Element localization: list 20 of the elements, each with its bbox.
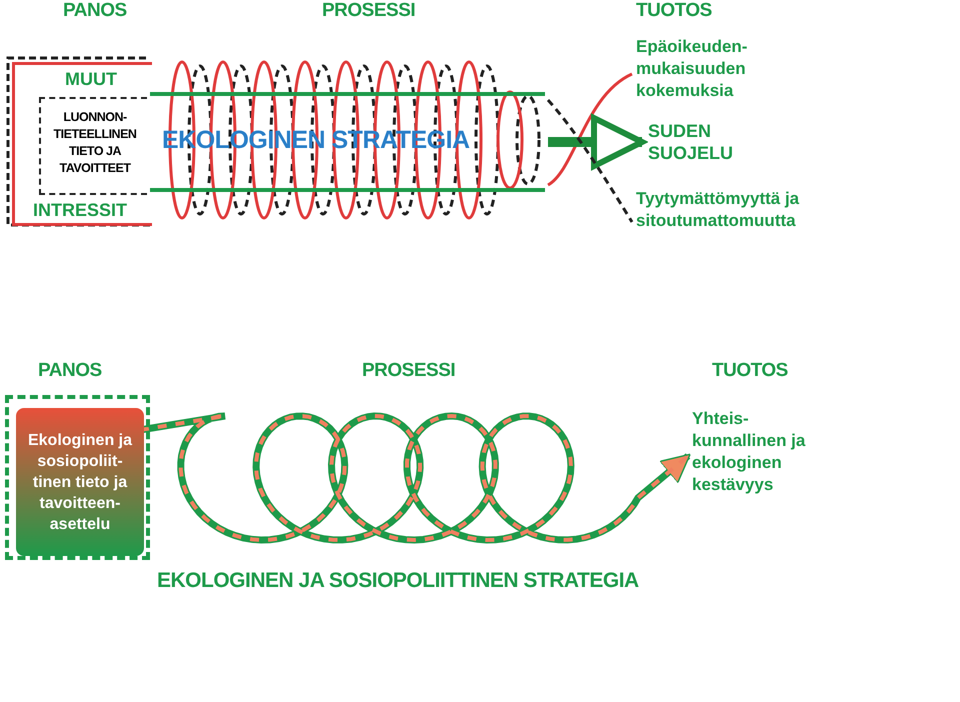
output-text: Tyytymättömyyttä ja sitoutumattomuutta (636, 188, 800, 232)
column-heading: TUOTOS (712, 360, 788, 382)
strategy-label: EKOLOGINEN JA SOSIOPOLIITTINEN STRATEGIA (157, 569, 639, 593)
output-text: SUDEN SUOJELU (648, 120, 734, 164)
input-box (16, 408, 144, 556)
output-text: Epäoikeuden- mukaisuuden kokemuksia (636, 36, 748, 102)
connector-line (547, 72, 633, 186)
column-heading: PROSESSI (362, 360, 456, 382)
arrow (548, 115, 645, 169)
frame-title: MUUT (65, 69, 117, 90)
column-heading: PROSESSI (322, 0, 416, 22)
box-text: Ekologinen ja sosiopoliit- tinen tieto ja tavoitteen- asettelu (26, 431, 134, 535)
column-heading: PANOS (38, 360, 102, 382)
frame-title: INTRESSIT (33, 200, 128, 221)
dashed-frame (5, 395, 150, 560)
column-heading: TUOTOS (636, 0, 712, 22)
column-heading: PANOS (63, 0, 127, 22)
connector-line (546, 99, 634, 223)
box-text: LUONNON- TIETEELLINEN TIETO JA TAVOITTEET (52, 109, 138, 177)
output-text: Yhteis- kunnallinen ja ekologinen kestävyys (692, 408, 806, 496)
